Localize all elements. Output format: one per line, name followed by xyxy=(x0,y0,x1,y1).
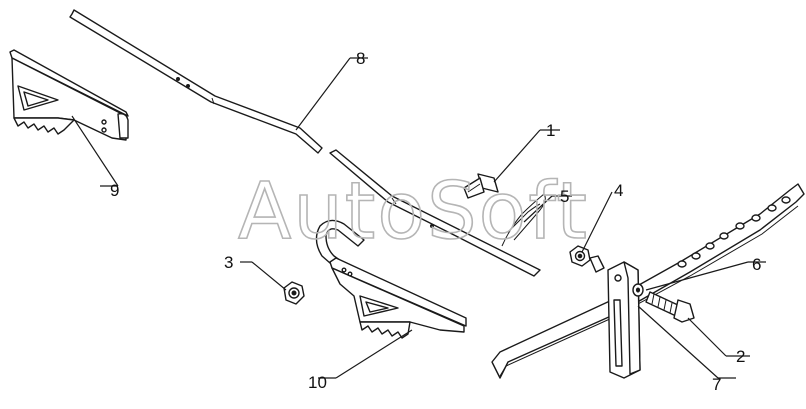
leader-7 xyxy=(637,305,719,379)
leader-10 xyxy=(335,329,413,379)
callout-1: 1 xyxy=(546,121,555,140)
bolt-2 xyxy=(645,291,695,323)
callout-7: 7 xyxy=(712,375,721,394)
toothed-plate-9 xyxy=(9,49,129,141)
callout-2: 2 xyxy=(736,347,745,366)
leader-3 xyxy=(251,261,287,291)
washer-6 xyxy=(632,283,644,297)
callout-4: 4 xyxy=(614,181,623,200)
slotted-bracket-7 xyxy=(607,261,641,379)
nut-4 xyxy=(569,245,605,273)
leader-1 xyxy=(493,129,541,183)
toothed-plate-10 xyxy=(329,257,467,339)
rod-lower xyxy=(329,149,541,277)
watermark-text: AutoSoft xyxy=(238,167,589,257)
callout-3: 3 xyxy=(224,253,233,272)
spring-clip-5 xyxy=(501,193,546,247)
callout-8: 8 xyxy=(356,49,365,68)
leader-5 xyxy=(523,195,553,223)
leader-2 xyxy=(687,317,727,357)
leader-lines xyxy=(71,57,766,379)
callout-10: 10 xyxy=(308,373,327,392)
leader-6 xyxy=(645,261,749,291)
rod-upper xyxy=(69,9,323,154)
nut-3 xyxy=(283,281,305,305)
callout-5: 5 xyxy=(560,187,569,206)
hook-rod xyxy=(315,219,365,271)
leader-8 xyxy=(295,57,351,131)
callout-9: 9 xyxy=(110,181,119,200)
bolt-1 xyxy=(463,173,499,199)
leader-9 xyxy=(71,115,119,187)
leader-4 xyxy=(581,191,613,253)
callout-6: 6 xyxy=(752,255,761,274)
